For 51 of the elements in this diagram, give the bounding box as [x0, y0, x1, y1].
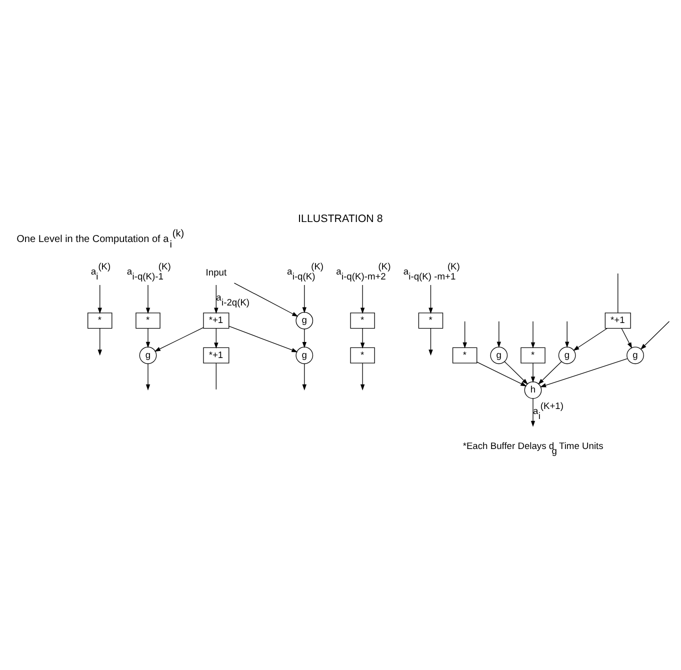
node-box: * [88, 312, 112, 329]
arrow [360, 284, 365, 314]
arrow [530, 321, 536, 348]
arrow [146, 284, 150, 314]
arrow [530, 362, 536, 383]
diagram-title: ILLUSTRATION 8 [298, 212, 383, 225]
node-text: Input [206, 267, 227, 278]
arrow [640, 321, 670, 350]
arrow [476, 362, 527, 386]
node-box: * [452, 347, 478, 364]
arrow [302, 363, 307, 390]
node-circle: g [490, 346, 508, 364]
arrow [146, 328, 150, 348]
node-box: * [350, 312, 375, 329]
arrow [146, 363, 150, 390]
node-circle: g [296, 346, 314, 364]
node-box: *+1 [604, 312, 631, 329]
arrow [621, 328, 632, 349]
arrow [564, 321, 570, 348]
node-box: * [136, 312, 160, 329]
arrow [234, 282, 298, 317]
node-circle: g [139, 346, 157, 364]
node-circle: g [626, 346, 644, 364]
arrow [214, 284, 218, 314]
arrow [504, 361, 528, 385]
node-box: * [520, 347, 546, 364]
arrow [428, 284, 433, 314]
node-circle: h [524, 381, 542, 399]
arrow [360, 362, 365, 390]
arrow [98, 328, 102, 356]
arrow [302, 284, 307, 314]
arrow [530, 398, 536, 427]
node-box: * [418, 312, 444, 329]
node-box: *+1 [203, 312, 230, 329]
arrow [540, 358, 628, 388]
arrow [462, 321, 467, 348]
node-box: *+1 [203, 347, 230, 364]
arrow [302, 328, 307, 348]
node-box: * [350, 347, 375, 364]
arrow [428, 328, 433, 356]
arrow [538, 361, 562, 385]
arrow [228, 326, 298, 352]
arrow [154, 327, 204, 352]
arrow [573, 328, 608, 351]
arrow [214, 328, 218, 349]
arrow [98, 284, 102, 314]
arrow [360, 328, 365, 349]
node-circle: g [296, 312, 314, 330]
arrow [496, 321, 502, 348]
connector [216, 362, 217, 390]
node-circle: g [558, 346, 576, 364]
